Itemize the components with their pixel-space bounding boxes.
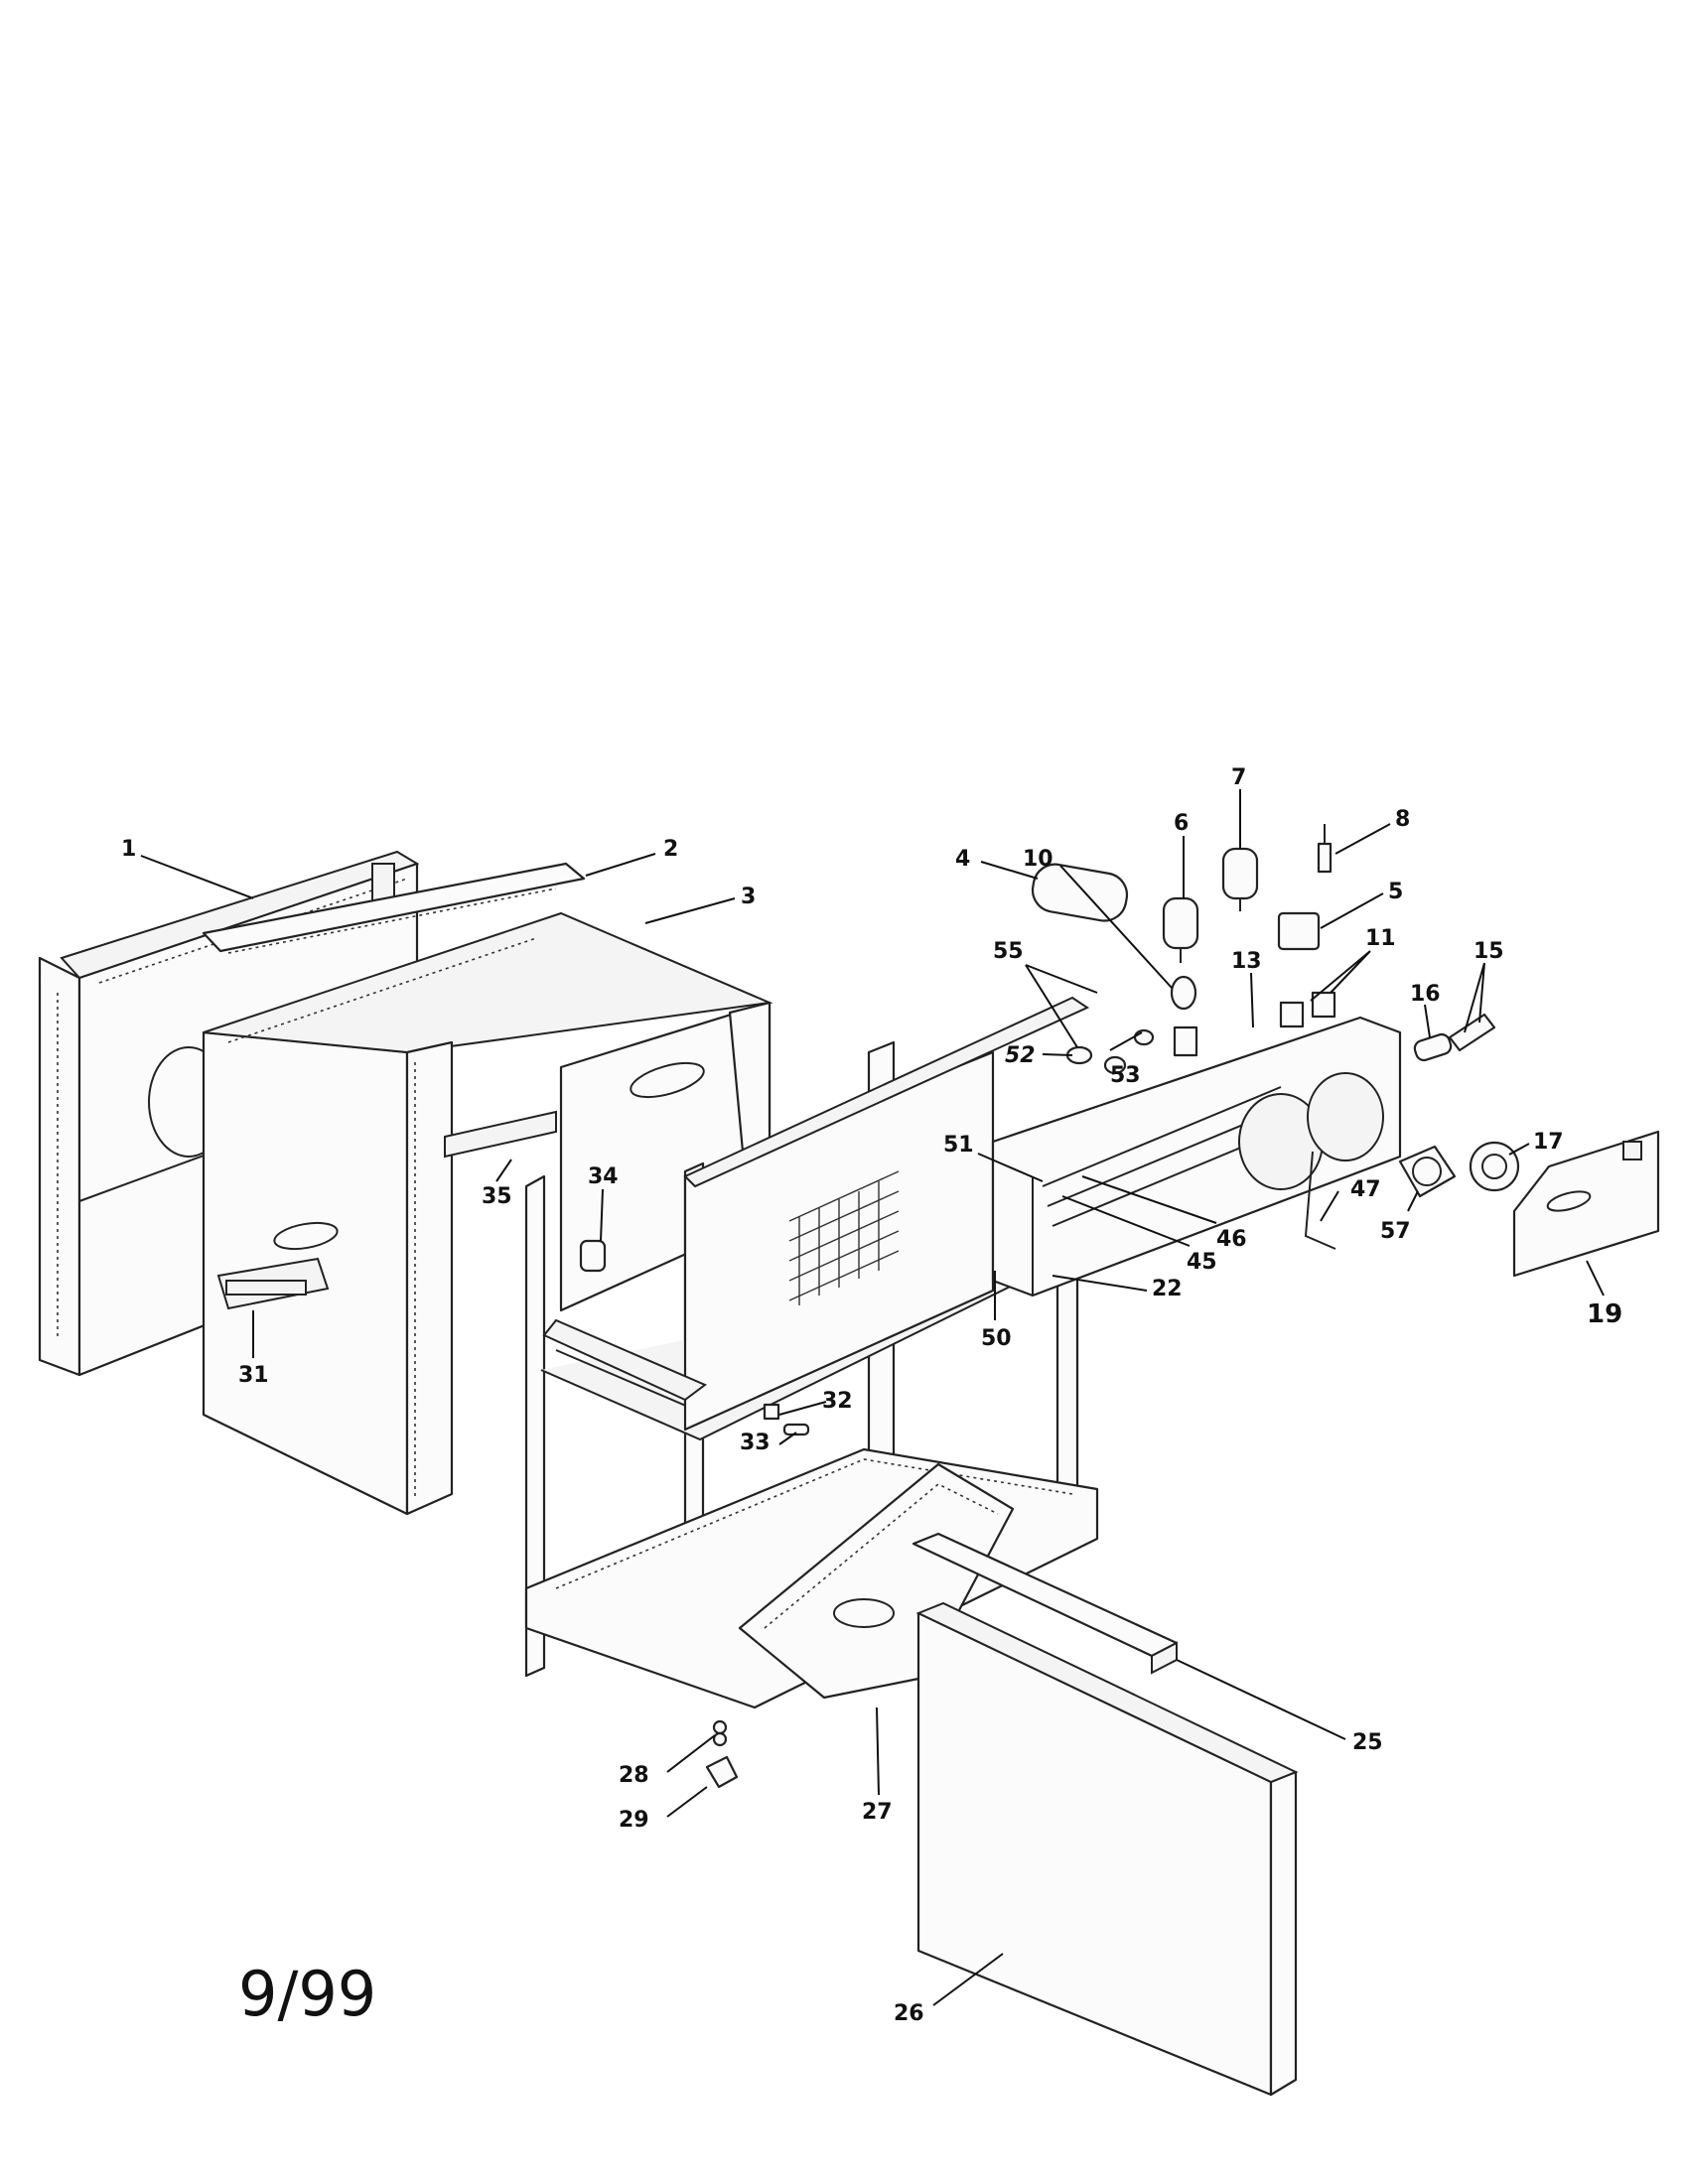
callout-8: 8: [1395, 807, 1410, 832]
callout-5: 5: [1388, 880, 1403, 904]
callout-34: 34: [588, 1164, 619, 1189]
part-29-foot: [705, 1755, 739, 1789]
callout-47: 47: [1350, 1177, 1381, 1202]
callout-46: 46: [1216, 1227, 1247, 1252]
part-19-control-cover: [1512, 1130, 1660, 1278]
callout-29: 29: [619, 1808, 649, 1833]
callout-11: 11: [1365, 926, 1396, 951]
callout-45: 45: [1187, 1250, 1217, 1275]
callout-35: 35: [482, 1184, 512, 1209]
inner-shelf: [542, 1318, 707, 1402]
part-27-drip-tray: [738, 1462, 1015, 1700]
callout-26: 26: [894, 2001, 924, 2026]
callout-15: 15: [1474, 939, 1504, 964]
callout-31: 31: [238, 1363, 269, 1388]
callout-55: 55: [993, 939, 1024, 964]
callout-13: 13: [1231, 949, 1262, 974]
callout-32: 32: [822, 1389, 853, 1414]
part-25-side-rail: [912, 1532, 1179, 1675]
part-4-capacitor: [1031, 863, 1129, 922]
part-28-screw: [712, 1719, 728, 1747]
callout-3: 3: [741, 885, 756, 909]
callout-27: 27: [862, 1800, 893, 1825]
callout-50: 50: [981, 1326, 1012, 1351]
part-26-door-panel: [915, 1601, 1299, 2097]
part-3-cabinet-shell: [202, 911, 773, 1516]
part-2-top-trim: [202, 862, 586, 954]
part-5-relay: [1277, 911, 1321, 951]
callout-labels: 1 2 3 4 5 6 7 8 10 11 13 15 16 17 19 22 …: [121, 765, 1622, 2026]
part-10-fan-knob: [1170, 975, 1197, 1011]
callout-51: 51: [943, 1133, 974, 1158]
callout-1: 1: [121, 837, 136, 862]
callout-33: 33: [740, 1431, 771, 1455]
callout-10: 10: [1023, 847, 1053, 872]
callout-52: 52: [1005, 1043, 1036, 1068]
callout-28: 28: [619, 1763, 649, 1788]
part-8-fuse: [1317, 824, 1333, 874]
part-15-component: [1448, 1013, 1496, 1052]
part-7-component: [1221, 847, 1259, 911]
callout-4: 4: [955, 847, 970, 872]
part-17-knob: [1469, 1141, 1520, 1192]
part-13-switch: [1173, 1025, 1198, 1057]
part-11-switches: [1279, 991, 1336, 1028]
part-51-front-panel: [683, 996, 1090, 1432]
part-34-clip: [579, 1239, 607, 1273]
part-32-33-fittings: [763, 1403, 810, 1436]
callout-22: 22: [1152, 1277, 1183, 1301]
leader-lines: [140, 789, 1605, 2006]
callout-6: 6: [1174, 811, 1189, 836]
callout-2: 2: [663, 837, 678, 862]
callout-53: 53: [1110, 1063, 1141, 1088]
callout-16: 16: [1410, 982, 1441, 1007]
callout-7: 7: [1231, 765, 1246, 790]
part-16-component: [1413, 1032, 1453, 1062]
part-47-bracket: [1304, 1151, 1336, 1250]
callout-19: 19: [1587, 1299, 1622, 1329]
part-57-knob: [1398, 1145, 1457, 1198]
part-31-handle-insert: [225, 1280, 307, 1296]
callout-57: 57: [1380, 1219, 1411, 1244]
callout-17: 17: [1533, 1130, 1564, 1155]
part-22-grille-bezel: [991, 1016, 1402, 1297]
date-code: 9/99: [238, 1958, 376, 2030]
part-6-component: [1162, 896, 1199, 963]
callout-25: 25: [1352, 1730, 1383, 1755]
